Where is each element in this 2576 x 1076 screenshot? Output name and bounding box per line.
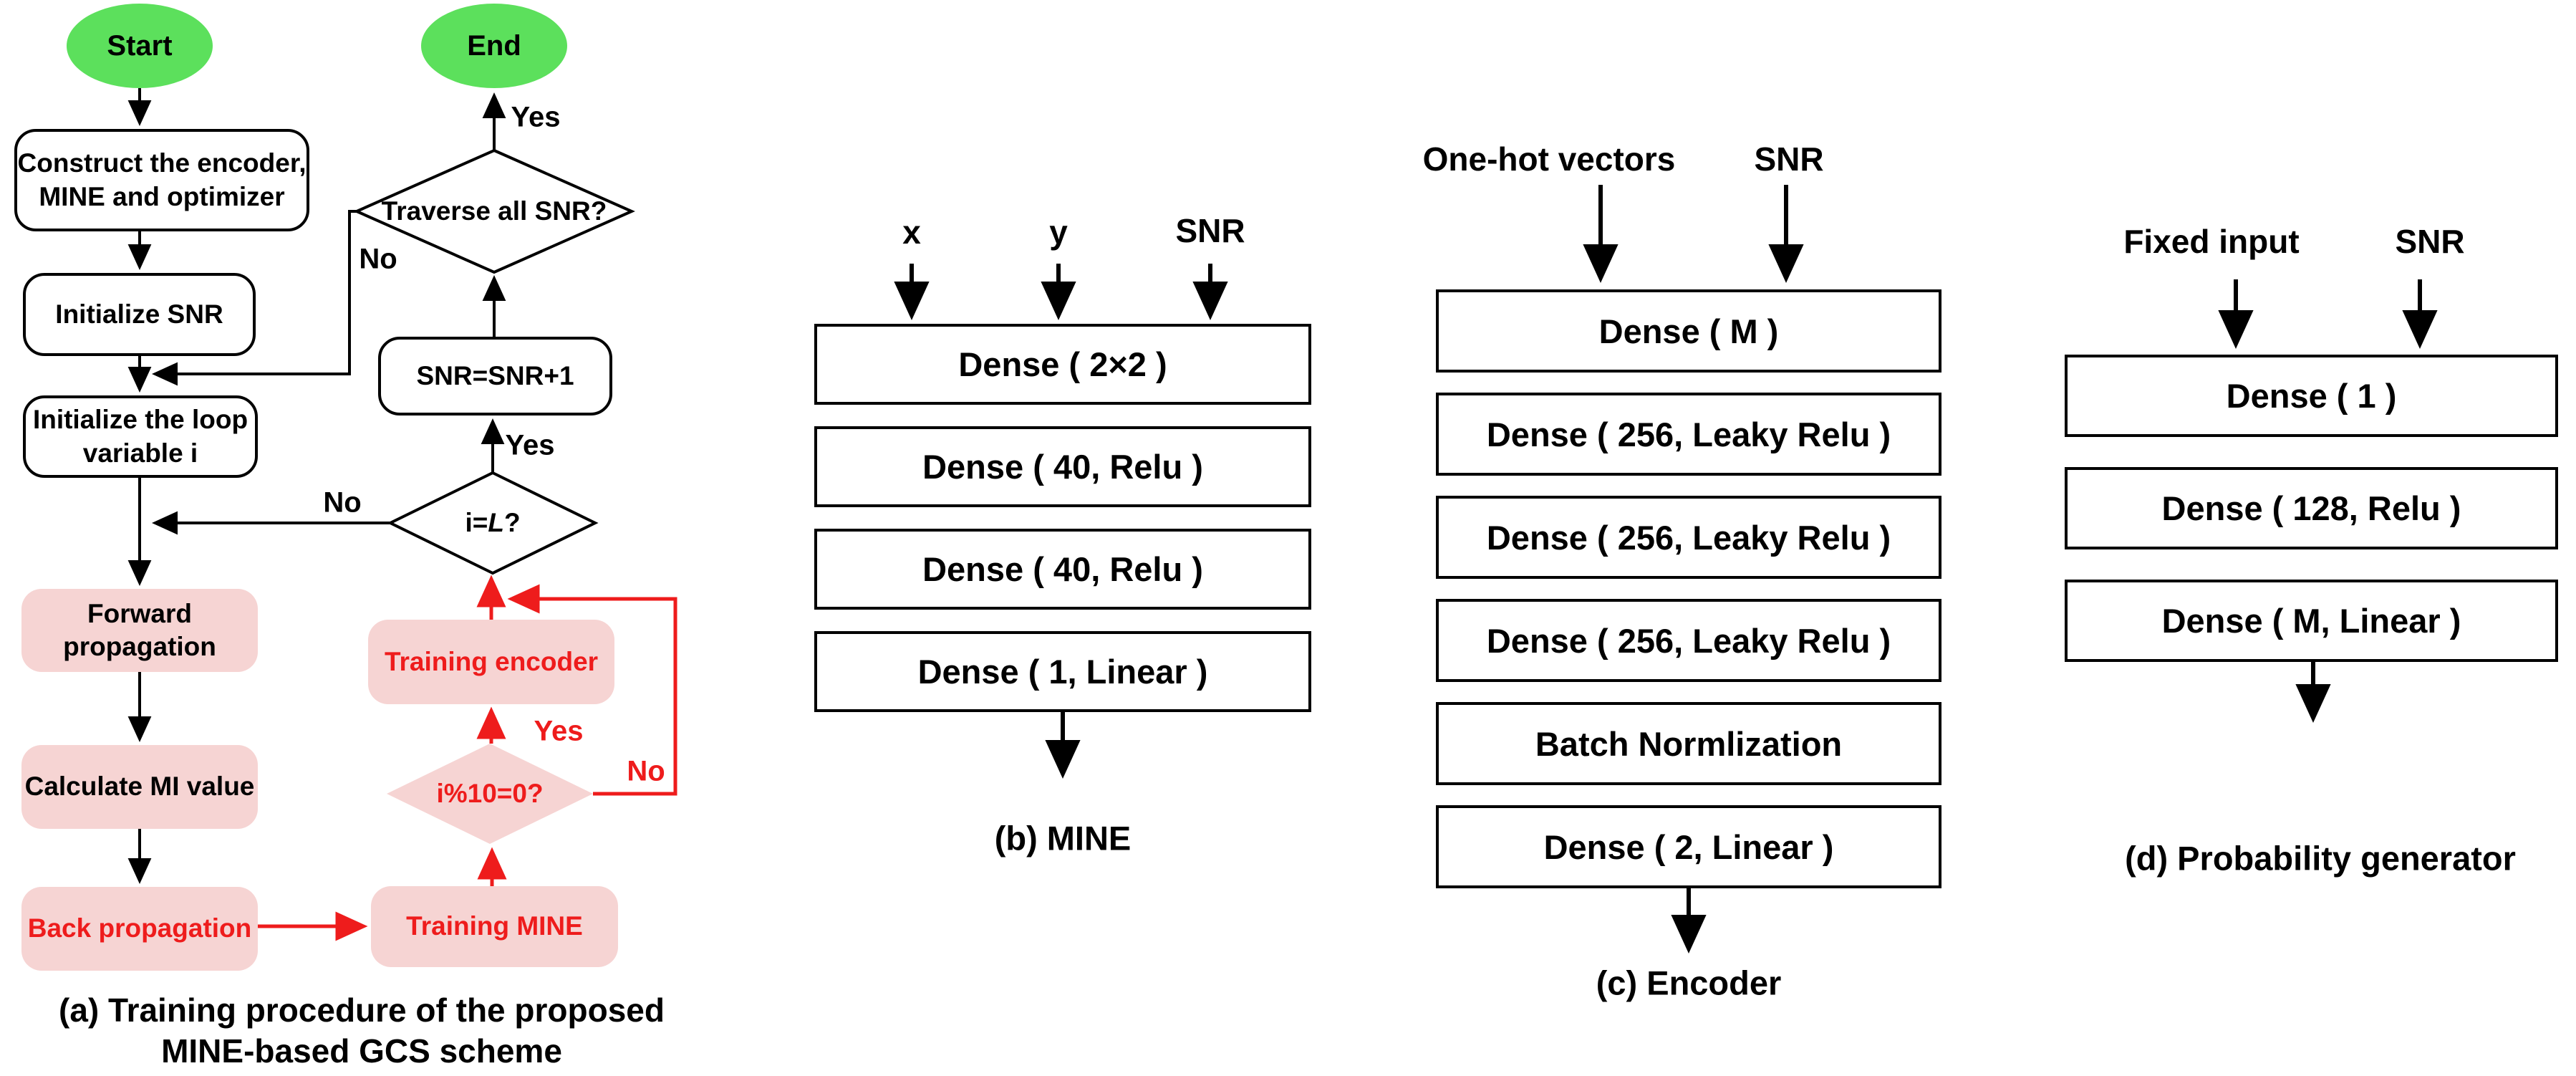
encoder-input-snr: SNR: [1754, 140, 1824, 178]
no-label-traverse: No: [359, 243, 397, 275]
encoder-layer-2-label: Dense ( 256, Leaky Relu ): [1486, 415, 1891, 453]
init-snr-label: Initialize SNR: [55, 299, 223, 329]
encoder-layer-6-label: Dense ( 2, Linear ): [1543, 827, 1834, 866]
start-terminator: Start: [67, 4, 213, 88]
mod-check-diamond: [387, 744, 593, 844]
construct-step: Construct the encoder, MINE and optimize…: [14, 129, 309, 231]
generator-layer-3-label: Dense ( M, Linear ): [2161, 602, 2461, 640]
caption-a-line2: MINE-based GCS scheme: [161, 1032, 562, 1070]
train-encoder-label: Training encoder: [384, 646, 599, 676]
mine-layer-3: Dense ( 40, Relu ): [814, 529, 1311, 610]
no-label-loop: No: [323, 486, 362, 519]
init-loop-step: Initialize the loop variable i: [23, 395, 258, 478]
init-loop-line2: variable i: [82, 438, 198, 468]
generator-layer-2-label: Dense ( 128, Relu ): [2161, 489, 2461, 527]
start-label: Start: [107, 30, 173, 62]
generator-layer-1: Dense ( 1 ): [2065, 355, 2558, 437]
caption-a-line1: (a) Training procedure of the proposed: [59, 991, 665, 1029]
encoder-layer-6: Dense ( 2, Linear ): [1436, 805, 1941, 888]
caption-a: (a) Training procedure of the proposed M…: [0, 990, 723, 1072]
mine-layer-2-label: Dense ( 40, Relu ): [922, 448, 1203, 486]
encoder-layer-3: Dense ( 256, Leaky Relu ): [1436, 496, 1941, 579]
mine-layer-1: Dense ( 2×2 ): [814, 324, 1311, 405]
train-encoder-step: Training encoder: [368, 620, 614, 704]
init-snr-step: Initialize SNR: [23, 273, 256, 356]
generator-layer-3: Dense ( M, Linear ): [2065, 580, 2558, 662]
mine-layer-4-label: Dense ( 1, Linear ): [917, 653, 1208, 691]
snr-update-step: SNR=SNR+1: [378, 337, 612, 415]
encoder-layer-3-label: Dense ( 256, Leaky Relu ): [1486, 518, 1891, 557]
encoder-layer-4-label: Dense ( 256, Leaky Relu ): [1486, 621, 1891, 660]
loop-check-variable: L: [488, 508, 504, 537]
encoder-layer-1-label: Dense ( M ): [1598, 312, 1779, 350]
train-mine-label: Training MINE: [406, 911, 583, 941]
loop-check-diamond: [387, 471, 599, 575]
traverse-label: Traverse all SNR?: [381, 196, 607, 226]
mine-layer-1-label: Dense ( 2×2 ): [958, 345, 1167, 383]
generator-input-fixed: Fixed input: [2123, 223, 2300, 260]
mine-input-x: x: [902, 213, 921, 251]
encoder-layer-4: Dense ( 256, Leaky Relu ): [1436, 599, 1941, 682]
calc-mi-step: Calculate MI value: [21, 745, 258, 829]
mine-layer-3-label: Dense ( 40, Relu ): [922, 550, 1203, 588]
yes-label-end: Yes: [511, 101, 561, 133]
yes-label-snr: Yes: [505, 429, 555, 461]
caption-d: (d) Probability generator: [2125, 839, 2516, 878]
mine-layer-2: Dense ( 40, Relu ): [814, 426, 1311, 507]
loop-check-question: i=L?: [390, 494, 595, 552]
arrow-traverse-no-feedback: [152, 210, 357, 386]
encoder-layer-1: Dense ( M ): [1436, 289, 1941, 373]
generator-input-snr: SNR: [2395, 223, 2465, 260]
forward-step: Forward propagation: [21, 589, 258, 672]
yes-label-mod: Yes: [534, 715, 584, 747]
traverse-question: Traverse all SNR?: [357, 179, 632, 244]
encoder-layer-5: Batch Normlization: [1436, 702, 1941, 785]
construct-line1: Construct the encoder,: [17, 148, 307, 178]
mod-check-label: i%10=0?: [436, 779, 544, 808]
loop-check-suffix: ?: [503, 508, 521, 537]
encoder-input-onehot: One-hot vectors: [1422, 140, 1676, 178]
generator-layer-1-label: Dense ( 1 ): [2226, 377, 2397, 415]
no-label-mod: No: [627, 755, 665, 787]
loop-check-prefix: i=: [465, 508, 488, 537]
init-loop-line1: Initialize the loop: [32, 405, 249, 435]
backprop-label: Back propagation: [27, 913, 252, 943]
mine-input-snr: SNR: [1175, 212, 1245, 249]
caption-b: (b) MINE: [994, 819, 1132, 858]
end-label: End: [467, 30, 521, 62]
mine-input-y: y: [1049, 213, 1068, 251]
arrow-modcheck-no-feedback: [507, 584, 677, 796]
forward-line2: propagation: [63, 632, 216, 661]
encoder-layer-2: Dense ( 256, Leaky Relu ): [1436, 393, 1941, 476]
train-mine-step: Training MINE: [371, 886, 618, 967]
generator-layer-2: Dense ( 128, Relu ): [2065, 467, 2558, 549]
end-terminator: End: [421, 4, 567, 88]
encoder-layer-5-label: Batch Normlization: [1535, 724, 1843, 763]
construct-line2: MINE and optimizer: [39, 181, 285, 211]
calc-mi-label: Calculate MI value: [24, 772, 255, 802]
snr-update-label: SNR=SNR+1: [416, 360, 574, 390]
forward-line1: Forward: [87, 598, 192, 628]
backprop-step: Back propagation: [21, 887, 258, 971]
caption-c: (c) Encoder: [1596, 964, 1782, 1002]
mod-check-question: i%10=0?: [387, 765, 593, 822]
traverse-diamond: [353, 148, 635, 274]
mine-layer-4: Dense ( 1, Linear ): [814, 631, 1311, 712]
